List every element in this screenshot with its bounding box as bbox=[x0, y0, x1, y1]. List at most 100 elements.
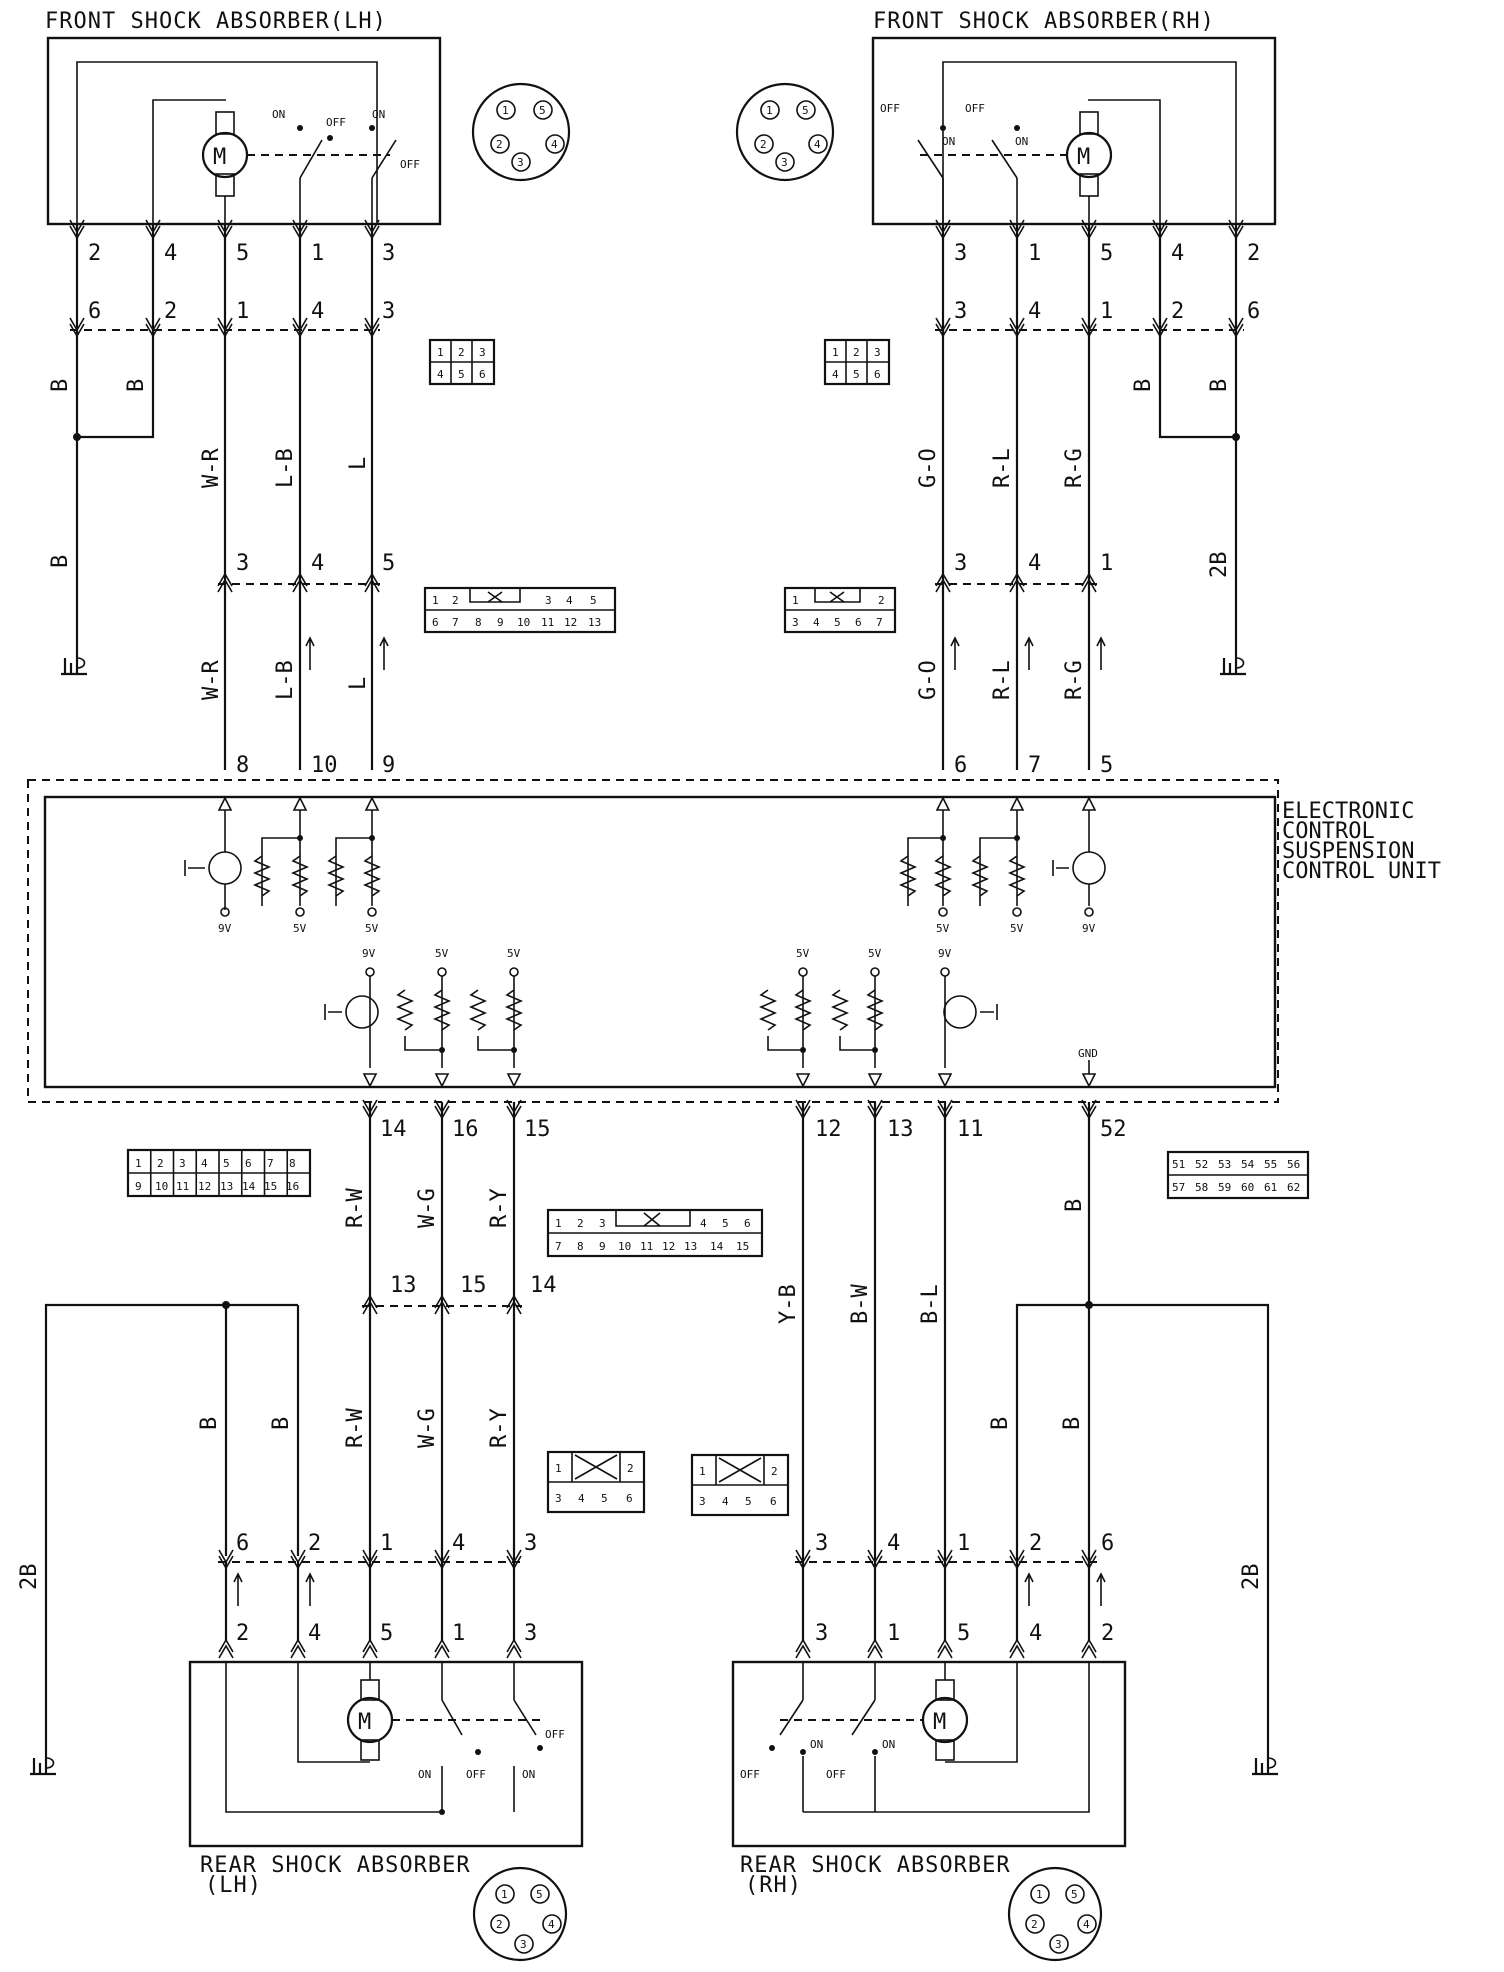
svg-text:2: 2 bbox=[1247, 241, 1260, 266]
svg-text:5: 5 bbox=[223, 1157, 230, 1170]
svg-text:52: 52 bbox=[1100, 1117, 1127, 1142]
svg-text:1: 1 bbox=[887, 1621, 900, 1646]
front-rh-title: FRONT SHOCK ABSORBER(RH) bbox=[873, 9, 1215, 34]
svg-text:5: 5 bbox=[802, 104, 809, 117]
svg-text:57: 57 bbox=[1172, 1181, 1185, 1194]
svg-text:B: B bbox=[1131, 379, 1156, 392]
round-connector-rear-lh: 1 5 2 4 3 bbox=[472, 1866, 568, 1962]
svg-text:OFF: OFF bbox=[545, 1728, 565, 1741]
svg-text:2: 2 bbox=[627, 1462, 634, 1475]
svg-text:SUSPENSION: SUSPENSION bbox=[1282, 839, 1414, 864]
svg-text:4: 4 bbox=[1029, 1621, 1042, 1646]
svg-text:5: 5 bbox=[722, 1217, 729, 1230]
svg-text:12: 12 bbox=[815, 1117, 842, 1142]
svg-text:6: 6 bbox=[236, 1531, 249, 1556]
connector-6pin-rear-rh: 1 2 3 4 5 6 bbox=[690, 1453, 790, 1517]
svg-text:B: B bbox=[269, 1417, 294, 1430]
svg-text:3: 3 bbox=[555, 1492, 562, 1505]
svg-text:8: 8 bbox=[475, 616, 482, 629]
svg-text:8: 8 bbox=[577, 1240, 584, 1253]
svg-text:R-Y: R-Y bbox=[487, 1188, 512, 1228]
svg-text:4: 4 bbox=[832, 368, 839, 381]
svg-text:13: 13 bbox=[220, 1180, 233, 1193]
svg-text:2: 2 bbox=[308, 1531, 321, 1556]
svg-text:14: 14 bbox=[242, 1180, 256, 1193]
svg-text:3: 3 bbox=[815, 1621, 828, 1646]
electronic-control-suspension-control-unit: ELECTRONIC CONTROL SUSPENSION CONTROL UN… bbox=[27, 779, 1441, 1103]
svg-text:56: 56 bbox=[1287, 1158, 1300, 1171]
svg-text:13: 13 bbox=[887, 1117, 914, 1142]
svg-text:R-G: R-G bbox=[1062, 660, 1087, 700]
svg-text:3: 3 bbox=[524, 1621, 537, 1646]
svg-text:5: 5 bbox=[458, 368, 465, 381]
svg-text:12: 12 bbox=[564, 616, 577, 629]
svg-text:3: 3 bbox=[781, 156, 788, 169]
svg-text:B-W: B-W bbox=[848, 1284, 873, 1324]
svg-text:5: 5 bbox=[236, 241, 249, 266]
svg-text:2: 2 bbox=[1029, 1531, 1042, 1556]
svg-text:1: 1 bbox=[555, 1462, 562, 1475]
svg-text:2: 2 bbox=[771, 1465, 778, 1478]
svg-text:3: 3 bbox=[520, 1938, 527, 1951]
svg-text:OFF: OFF bbox=[880, 102, 900, 115]
svg-text:11: 11 bbox=[541, 616, 554, 629]
svg-text:58: 58 bbox=[1195, 1181, 1208, 1194]
svg-text:4: 4 bbox=[1171, 241, 1184, 266]
svg-text:1: 1 bbox=[380, 1531, 393, 1556]
svg-text:62: 62 bbox=[1287, 1181, 1300, 1194]
svg-text:1: 1 bbox=[1028, 241, 1041, 266]
svg-text:OFF: OFF bbox=[965, 102, 985, 115]
svg-text:4: 4 bbox=[201, 1157, 208, 1170]
motor-icon: M bbox=[1065, 111, 1113, 197]
svg-text:4: 4 bbox=[1028, 299, 1041, 324]
svg-text:4: 4 bbox=[566, 594, 573, 607]
svg-text:10: 10 bbox=[618, 1240, 631, 1253]
svg-text:3: 3 bbox=[382, 241, 395, 266]
svg-text:5V: 5V bbox=[936, 922, 950, 935]
svg-text:4: 4 bbox=[311, 551, 324, 576]
svg-text:OFF: OFF bbox=[400, 158, 420, 171]
connector-16pin-ecu: 1 2 3 4 5 6 7 8 9 10 11 12 13 14 15 16 bbox=[126, 1148, 312, 1198]
svg-text:3: 3 bbox=[1055, 1938, 1062, 1951]
svg-text:9V: 9V bbox=[1082, 922, 1096, 935]
front-lh-title: FRONT SHOCK ABSORBER(LH) bbox=[45, 9, 387, 34]
svg-text:1: 1 bbox=[766, 104, 773, 117]
svg-text:8: 8 bbox=[289, 1157, 296, 1170]
round-connector-front-lh: 1 5 2 4 3 bbox=[471, 82, 571, 182]
svg-text:5: 5 bbox=[1100, 753, 1113, 778]
svg-text:4: 4 bbox=[437, 368, 444, 381]
connector-6pin-rear-lh: 1 2 3 4 5 6 bbox=[546, 1450, 646, 1514]
rear-shock-absorber-lh: M ON OFF ON OFF REAR SHOCK ABSORBER (LH) bbox=[188, 1660, 584, 1898]
svg-text:1: 1 bbox=[135, 1157, 142, 1170]
svg-text:15: 15 bbox=[460, 1273, 487, 1298]
svg-text:B: B bbox=[988, 1417, 1013, 1430]
svg-text:5: 5 bbox=[957, 1621, 970, 1646]
svg-text:W-G: W-G bbox=[415, 1188, 440, 1228]
svg-text:5V: 5V bbox=[435, 947, 449, 960]
svg-text:15: 15 bbox=[264, 1180, 277, 1193]
svg-text:3: 3 bbox=[382, 299, 395, 324]
front-shock-absorber-rh: FRONT SHOCK ABSORBER(RH) M OFF ON OFF ON bbox=[871, 9, 1277, 226]
svg-text:9: 9 bbox=[382, 753, 395, 778]
svg-text:9V: 9V bbox=[218, 922, 232, 935]
svg-text:2B: 2B bbox=[1207, 552, 1232, 579]
svg-text:4: 4 bbox=[700, 1217, 707, 1230]
front-lh-wiring: 2 4 5 1 3 6 2 1 4 3 B B W-R L-B L B 3 4 … bbox=[48, 219, 395, 778]
svg-text:52: 52 bbox=[1195, 1158, 1208, 1171]
svg-text:B: B bbox=[1207, 379, 1232, 392]
svg-text:W-R: W-R bbox=[199, 660, 224, 700]
svg-text:2: 2 bbox=[1031, 1918, 1038, 1931]
svg-text:6: 6 bbox=[874, 368, 881, 381]
svg-text:5: 5 bbox=[601, 1492, 608, 1505]
svg-text:5: 5 bbox=[539, 104, 546, 117]
svg-text:OFF: OFF bbox=[740, 1768, 760, 1781]
svg-text:4: 4 bbox=[814, 138, 821, 151]
svg-text:G-O: G-O bbox=[916, 448, 941, 488]
svg-text:2: 2 bbox=[1171, 299, 1184, 324]
svg-text:8: 8 bbox=[236, 753, 249, 778]
svg-text:REAR SHOCK ABSORBER: REAR SHOCK ABSORBER bbox=[740, 1853, 1011, 1878]
svg-text:3: 3 bbox=[954, 299, 967, 324]
svg-text:4: 4 bbox=[1028, 551, 1041, 576]
